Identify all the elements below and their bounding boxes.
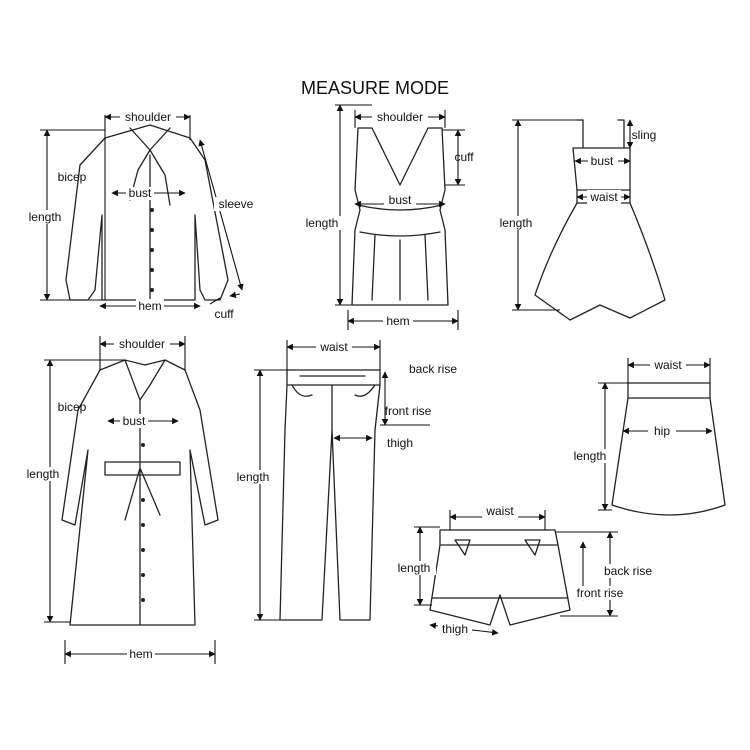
- dress-length-label: length: [500, 216, 533, 230]
- shirt-bicep-label: bicep: [58, 170, 87, 184]
- shorts-length-label: length: [398, 561, 431, 575]
- vest-cuff-label: cuff: [454, 150, 474, 164]
- pants-waist-label: waist: [319, 340, 348, 354]
- skirt-waist-label: waist: [653, 358, 682, 372]
- diagram-title: MEASURE MODE: [301, 78, 449, 98]
- vest-shoulder-label: shoulder: [377, 110, 423, 124]
- dress-waist-label: waist: [589, 190, 618, 204]
- vest-bust-label: bust: [389, 193, 412, 207]
- coat-shoulder-label: shoulder: [119, 337, 165, 351]
- shorts-thigh-label: thigh: [442, 622, 468, 636]
- dress-bust-label: bust: [591, 154, 614, 168]
- dress-sling-label: sling: [632, 128, 657, 142]
- skirt-drawing: [611, 382, 726, 516]
- shorts-front-rise-label: front rise: [577, 586, 624, 600]
- shirt-drawing: [65, 115, 229, 301]
- shirt-shoulder-label: shoulder: [125, 110, 171, 124]
- shirt-bust-label: bust: [129, 186, 152, 200]
- coat-hem-label: hem: [129, 647, 152, 661]
- shirt-sleeve-label: sleeve: [219, 197, 254, 211]
- shorts-drawing: [429, 529, 571, 626]
- dress-drawing: [534, 119, 666, 321]
- pants-back-rise-label: back rise: [409, 362, 457, 376]
- coat-bust-label: bust: [123, 414, 146, 428]
- shorts-waist-label: waist: [485, 504, 514, 518]
- coat-length-label: length: [27, 467, 60, 481]
- vest-length-label: length: [306, 216, 339, 230]
- shirt-cuff-label: cuff: [214, 307, 234, 321]
- shirt-sleeve-arrow: [198, 139, 244, 291]
- skirt-hip-label: hip: [654, 424, 670, 438]
- coat-bicep-label: bicep: [58, 400, 87, 414]
- pants-thigh-label: thigh: [387, 436, 413, 450]
- vest-hem-label: hem: [386, 314, 409, 328]
- skirt-length-label: length: [574, 449, 607, 463]
- pants-length-label: length: [237, 470, 270, 484]
- pants-drawing: [279, 369, 381, 621]
- shorts-back-rise-label: back rise: [604, 564, 652, 578]
- pants-front-rise-label: front rise: [385, 404, 432, 418]
- shirt-hem-label: hem: [138, 299, 161, 313]
- shirt-length-label: length: [29, 210, 62, 224]
- vest-drawing: [351, 127, 449, 306]
